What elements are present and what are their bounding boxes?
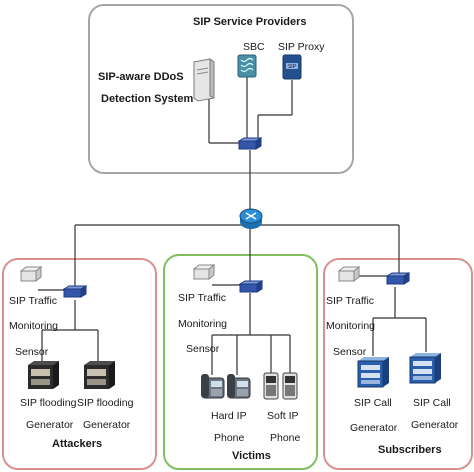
attackers-switch-icon	[63, 285, 87, 298]
sip-proxy-icon: SIP	[282, 54, 302, 80]
victims-switch-icon	[239, 280, 263, 293]
subscribers-sensor-pc-icon	[338, 266, 360, 282]
soft-ip-phone-label-2: Phone	[270, 432, 301, 444]
subscribers-sensor-label-3: Sensor	[333, 346, 367, 358]
hard-ip-phone-1-icon	[201, 374, 225, 399]
core-router-icon	[239, 208, 263, 229]
victims-sensor-pc-icon	[193, 264, 215, 280]
sip-proxy-label: SIP Proxy	[278, 41, 325, 53]
attackers-gen2-label-1: SIP flooding	[77, 397, 134, 409]
subscribers-group-label: Subscribers	[378, 444, 442, 456]
sip-flooding-generator-2-icon	[84, 361, 115, 389]
attackers-gen1-label-2: Generator	[26, 419, 74, 431]
sbc-icon	[237, 54, 257, 78]
subscribers-gen2-label-1: SIP Call	[413, 397, 451, 409]
victims-sensor-label-3: Sensor	[186, 343, 220, 355]
sip-service-providers-title: SIP Service Providers	[193, 16, 307, 28]
sip-call-generator-1-icon	[357, 357, 389, 388]
ddos-detection-server-icon	[193, 58, 215, 102]
attackers-gen2-label-2: Generator	[83, 419, 131, 431]
attackers-sensor-label-3: Sensor	[15, 346, 49, 358]
subscribers-gen1-label-1: SIP Call	[354, 397, 392, 409]
soft-ip-phone-1-icon	[263, 372, 279, 400]
sbc-label: SBC	[243, 41, 265, 53]
victims-sensor-label-2: Monitoring	[178, 318, 228, 330]
hard-ip-phone-2-icon	[227, 374, 251, 399]
subscribers-sensor-label-1: SIP Traffic	[326, 295, 375, 307]
attackers-sensor-pc-icon	[20, 266, 42, 282]
attackers-box	[2, 258, 157, 470]
svg-text:SIP: SIP	[288, 64, 297, 70]
attackers-group-label: Attackers	[52, 438, 103, 450]
soft-ip-phone-label-1: Soft IP	[267, 410, 299, 422]
hard-ip-phone-label-2: Phone	[214, 432, 245, 444]
attackers-gen1-label-1: SIP flooding	[20, 397, 77, 409]
attackers-sensor-label-1: SIP Traffic	[9, 295, 58, 307]
sip-service-providers-box	[88, 4, 354, 174]
subscribers-box	[323, 258, 473, 470]
subscribers-switch-icon	[386, 272, 410, 285]
subscribers-gen2-label-2: Generator	[411, 419, 459, 431]
ddos-label-line1: SIP-aware DDoS	[98, 71, 184, 83]
ddos-label-line2: Detection System	[101, 93, 194, 105]
victims-box	[163, 254, 318, 470]
subscribers-gen1-label-2: Generator	[350, 422, 398, 434]
attackers-sensor-label-2: Monitoring	[9, 320, 59, 332]
victims-sensor-label-1: SIP Traffic	[178, 292, 227, 304]
subscribers-sensor-label-2: Monitoring	[326, 320, 376, 332]
sip-call-generator-2-icon	[409, 353, 441, 384]
soft-ip-phone-2-icon	[282, 372, 298, 400]
victims-group-label: Victims	[232, 450, 271, 462]
hard-ip-phone-label-1: Hard IP	[211, 410, 247, 422]
sip-flooding-generator-1-icon	[28, 361, 59, 389]
provider-switch-icon	[238, 137, 262, 150]
